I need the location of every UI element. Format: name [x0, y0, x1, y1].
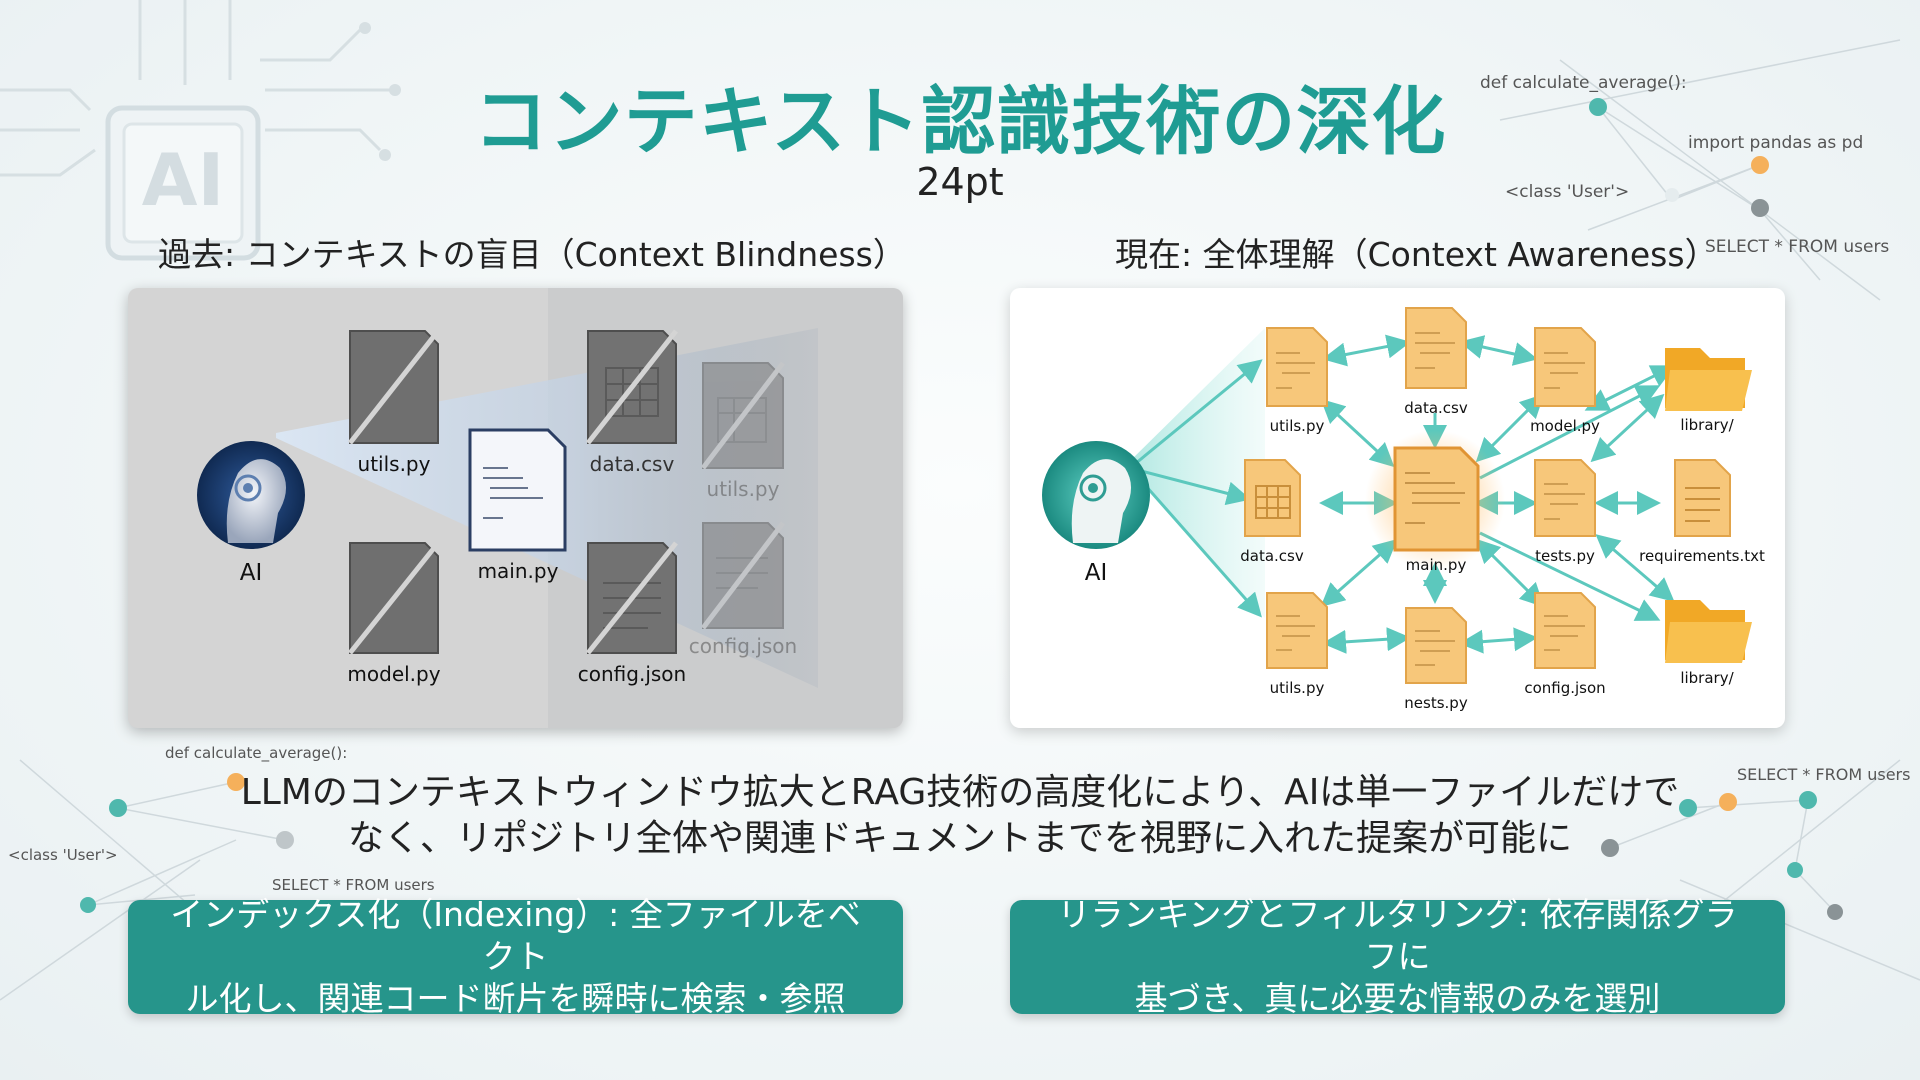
file-label: utils.py: [1270, 679, 1325, 697]
right-ai-label: AI: [1085, 560, 1108, 586]
folder-library-top: library/: [1665, 348, 1752, 434]
indexing-line-1: インデックス化（Indexing）: 全ファイルをベクト: [170, 895, 861, 976]
left-section-label: 過去: コンテキストの盲目（Context Blindness）: [158, 235, 906, 274]
file-main-focused: main.py: [1365, 430, 1505, 574]
file-label: tests.py: [1535, 547, 1595, 565]
file-tests: tests.py: [1534, 459, 1596, 565]
reranking-line-1: リランキングとフィルタリング: 依存関係グラフに: [1057, 895, 1738, 976]
page-title: コンテキスト認識技術の深化: [473, 79, 1447, 165]
file-utils-bottom: utils.py: [1266, 592, 1328, 697]
file-label: main.py: [1406, 556, 1467, 574]
file-model: model.py: [1530, 327, 1600, 435]
ai-chip-icon: AI: [105, 105, 261, 261]
left-ai-label: AI: [240, 560, 263, 586]
right-section-label: 現在: 全体理解（Context Awareness）: [1115, 235, 1718, 274]
file-data-mid: data.csv: [1240, 459, 1304, 565]
summary-line-2: なく、リポジトリ全体や関連ドキュメントまでを視野に入れた提案が可能に: [347, 818, 1572, 859]
context-blindness-panel: AI utils.py model.py main.py: [128, 288, 903, 728]
code-snippet-def-2: def calculate_average():: [165, 744, 347, 763]
attention-fan: [1128, 328, 1265, 618]
code-snippet-select-2: SELECT * FROM users: [272, 876, 435, 894]
file-utils-blocked: utils.py: [348, 329, 440, 476]
file-requirements: requirements.txt: [1639, 459, 1765, 565]
indexing-callout: インデックス化（Indexing）: 全ファイルをベクト ル化し、関連コード断片…: [128, 895, 903, 1018]
file-nests: nests.py: [1404, 607, 1468, 712]
context-awareness-panel: AI utils.py: [1010, 288, 1785, 728]
code-snippet-class: <class 'User'>: [1505, 182, 1629, 202]
file-label: data.csv: [1240, 547, 1304, 565]
page-subtitle: 24pt: [916, 160, 1004, 204]
file-label: data.csv: [590, 452, 675, 476]
summary-text: LLMのコンテキストウィンドウ拡大とRAG技術の高度化により、AIは単一ファイル…: [200, 770, 1720, 862]
file-label: utils.py: [1270, 417, 1325, 435]
file-label: config.json: [1524, 679, 1605, 697]
file-config-faded: config.json: [689, 521, 797, 658]
network-nodes-bottom-right: [1601, 791, 1843, 920]
indexing-line-2: ル化し、関連コード断片を瞬時に検索・参照: [185, 979, 846, 1018]
file-label: library/: [1680, 669, 1734, 687]
code-snippet-select: SELECT * FROM users: [1705, 237, 1889, 257]
network-nodes-bottom-left: [80, 773, 294, 913]
circuit-dots: [359, 22, 401, 161]
file-config: config.json: [1524, 592, 1606, 697]
dependency-arrows: [1319, 334, 1676, 654]
file-label: library/: [1680, 416, 1734, 434]
reranking-callout: リランキングとフィルタリング: 依存関係グラフに 基づき、真に必要な情報のみを選…: [1010, 895, 1785, 1018]
summary-line-1: LLMのコンテキストウィンドウ拡大とRAG技術の高度化により、AIは単一ファイル…: [240, 772, 1680, 813]
code-snippet-select-3: SELECT * FROM users: [1737, 765, 1910, 784]
code-snippet-class-2: <class 'User'>: [8, 846, 118, 864]
file-data-top: data.csv: [1404, 307, 1468, 417]
circuit-lines: [0, 0, 390, 177]
file-model-blocked: model.py: [347, 541, 441, 686]
ai-robot-icon: [1042, 441, 1150, 549]
file-label: model.py: [1530, 417, 1600, 435]
code-snippet-import: import pandas as pd: [1688, 133, 1863, 153]
file-label: config.json: [578, 662, 686, 686]
file-label: nests.py: [1404, 694, 1468, 712]
ai-connection-arrows: [1128, 359, 1263, 618]
file-config-blocked: config.json: [578, 541, 686, 686]
file-label: utils.py: [707, 477, 780, 501]
folder-library-bottom: library/: [1665, 600, 1752, 687]
file-label: data.csv: [1404, 399, 1468, 417]
code-snippet-def: def calculate_average():: [1480, 73, 1687, 93]
file-label: model.py: [347, 662, 440, 686]
reranking-line-2: 基づき、真に必要な情報のみを選別: [1134, 979, 1661, 1018]
file-label: utils.py: [358, 452, 431, 476]
file-label: requirements.txt: [1639, 547, 1765, 565]
file-main-active: main.py: [468, 428, 567, 583]
chip-label: AI: [142, 138, 225, 222]
file-utils-faded: utils.py: [701, 361, 785, 501]
network-nodes-top-right: [1589, 98, 1769, 217]
file-utils-top: utils.py: [1266, 327, 1328, 435]
ai-robot-icon: [197, 441, 305, 549]
file-label: config.json: [689, 634, 797, 658]
file-data-blocked: data.csv: [586, 329, 678, 476]
file-label: main.py: [478, 559, 559, 583]
